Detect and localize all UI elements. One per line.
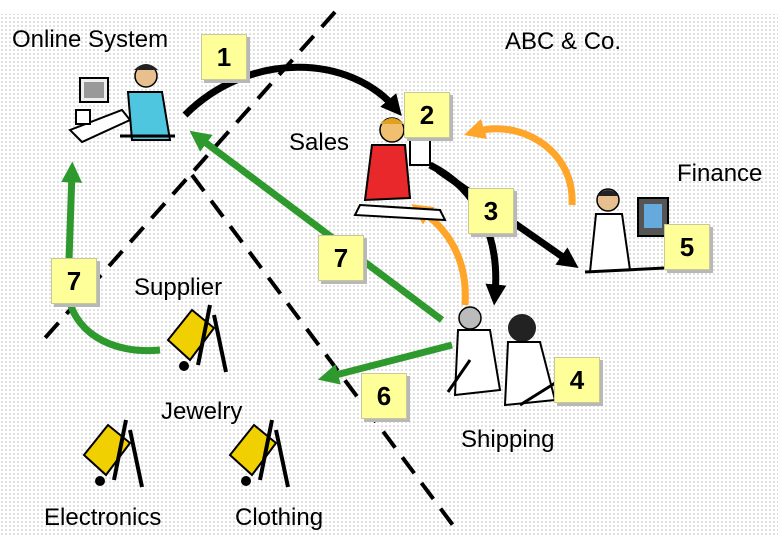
top-margin (0, 0, 778, 14)
label-shipping: Shipping (461, 426, 555, 453)
hand-truck-icon (228, 419, 290, 488)
label-clothing: Clothing (235, 504, 324, 531)
arrow-shipping-to-supplier (317, 341, 453, 385)
label-supplier: Supplier (134, 274, 223, 301)
step-badge-7-center: 7 (318, 235, 364, 281)
step-badge-2: 2 (404, 92, 450, 138)
hand-truck-icon (82, 419, 144, 488)
hand-truck-icon (166, 304, 228, 373)
label-company: ABC & Co. (505, 28, 622, 55)
shipping-workers-icon (446, 306, 561, 407)
step-badge-6: 6 (361, 373, 407, 419)
arrow-shipping-to-online (189, 130, 445, 323)
step-badge-4: 4 (554, 357, 600, 403)
computer-user-icon (68, 64, 175, 144)
arrow-shipping-to-sales (411, 204, 469, 306)
boundary-line-inner (190, 173, 460, 534)
label-electronics: Electronics (44, 504, 162, 531)
step-badge-1: 1 (201, 34, 247, 80)
arrow-online-to-sales (182, 63, 402, 118)
arrow-finance-to-sales (463, 118, 576, 206)
label-finance: Finance (677, 160, 763, 187)
label-jewelry: Jewelry (161, 398, 243, 425)
label-sales: Sales (289, 129, 350, 156)
step-badge-5: 5 (664, 224, 710, 270)
step-badge-3: 3 (468, 188, 514, 234)
step-badge-7-left: 7 (51, 258, 97, 304)
label-online-system: Online System (12, 26, 169, 53)
finance-person-icon (584, 188, 669, 274)
